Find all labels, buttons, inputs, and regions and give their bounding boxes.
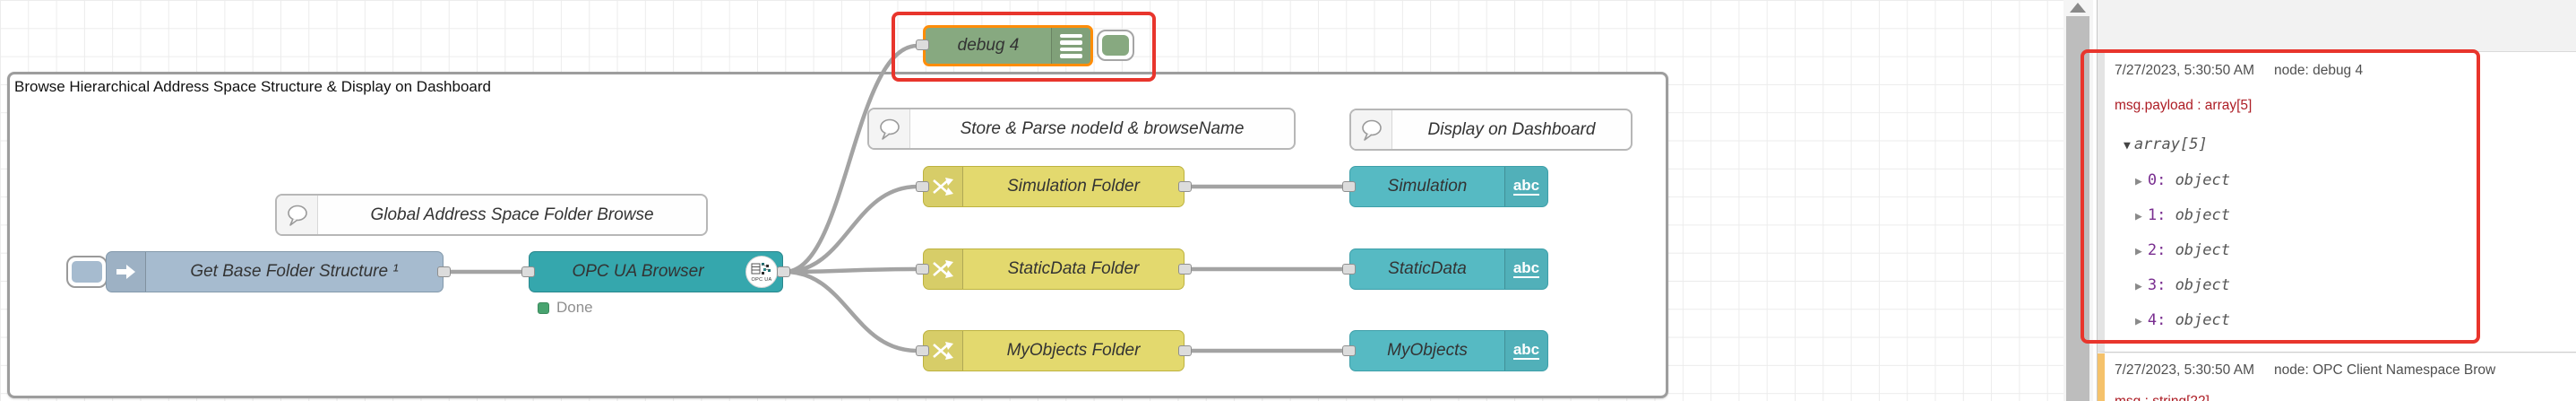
debug-icon (1051, 28, 1090, 64)
comment-bubble-icon (277, 196, 318, 234)
debug-sidebar: 7/27/2023, 5:30:50 AM node: debug 4 msg.p… (2098, 0, 2576, 401)
node-opcua-label: OPC UA Browser (572, 262, 704, 281)
message-source-node: node: debug 4 (2273, 63, 2364, 78)
comment-bubble-icon (869, 109, 910, 148)
wire-opcua-simulation-folder[interactable] (782, 184, 920, 275)
inject-output-port[interactable] (437, 266, 451, 277)
abc-icon: abc (1504, 249, 1547, 289)
caret-right-icon[interactable]: ▶ (2135, 280, 2142, 293)
message-summary: msg : string[22] (2115, 394, 2210, 401)
change-input-port[interactable] (916, 345, 929, 356)
opcua-input-port[interactable] (521, 266, 535, 277)
json-tree-item[interactable]: ▶2: object (2135, 241, 2230, 259)
message-timestamp: 7/27/2023, 5:30:50 AM (2115, 63, 2254, 78)
inject-button[interactable] (66, 256, 108, 288)
change-output-port[interactable] (1178, 181, 1192, 192)
flow-canvas[interactable]: Browse Hierarchical Address Space Struct… (0, 0, 2063, 401)
change-icon (924, 249, 963, 289)
tree-root-label: array[5] (2133, 135, 2208, 153)
comment-label: Store & Parse nodeId & browseName (960, 118, 1245, 138)
change-output-port[interactable] (1178, 345, 1192, 356)
node-change-staticdata-folder[interactable]: StaticData Folder (923, 248, 1185, 290)
opcua-logo-icon: OPC UA (745, 256, 778, 288)
debug-enable-toggle[interactable] (1097, 30, 1134, 61)
text-input-port[interactable] (1342, 345, 1356, 356)
debug-message-meta: 7/27/2023, 5:30:50 AM node: debug 4 (2115, 63, 2363, 79)
node-change-label: StaticData Folder (1007, 259, 1140, 278)
node-change-myobjects-folder[interactable]: MyObjects Folder (923, 330, 1185, 371)
json-tree-item[interactable]: ▶3: object (2135, 276, 2230, 294)
node-inject-label: Get Base Folder Structure ¹ (190, 262, 399, 281)
node-text-myobjects[interactable]: MyObjects abc (1349, 330, 1548, 371)
node-change-label: Simulation Folder (1007, 177, 1140, 196)
debug-message-2[interactable]: 7/27/2023, 5:30:50 AM node: OPC Client Na… (2098, 353, 2576, 401)
wire-opcua-myobjects-folder[interactable] (782, 269, 920, 353)
text-input-port[interactable] (1342, 264, 1356, 275)
node-debug-4-label: debug 4 (957, 36, 1020, 55)
node-text-label: StaticData (1388, 259, 1467, 278)
node-opcua-browser[interactable]: OPC UA Browser OPC UA (529, 251, 783, 292)
node-text-label: MyObjects (1387, 341, 1468, 360)
json-tree-root[interactable]: ▼array[5] (2124, 135, 2208, 153)
node-change-label: MyObjects Folder (1006, 341, 1141, 360)
caret-right-icon[interactable]: ▶ (2135, 175, 2142, 188)
status-dot-icon (538, 301, 549, 314)
inject-icon (107, 252, 146, 292)
message-source-node: node: OPC Client Namespace Brow (2273, 362, 2496, 378)
node-debug-4[interactable]: debug 4 (923, 25, 1093, 66)
debug-message-meta: 7/27/2023, 5:30:50 AM node: OPC Client Na… (2115, 362, 2495, 379)
opcua-logo-caption: OPC UA (751, 277, 772, 283)
scroll-up-icon[interactable] (2070, 3, 2086, 13)
node-text-label: Simulation (1387, 177, 1468, 196)
abc-icon: abc (1504, 167, 1547, 206)
change-icon (924, 331, 963, 370)
node-text-staticdata[interactable]: StaticData abc (1349, 248, 1548, 290)
opcua-output-port[interactable] (777, 266, 790, 277)
caret-down-icon[interactable]: ▼ (2124, 139, 2131, 153)
group-title: Browse Hierarchical Address Space Struct… (14, 78, 491, 95)
caret-right-icon[interactable]: ▶ (2135, 245, 2142, 258)
message-summary: msg.payload : array[5] (2115, 98, 2253, 113)
annotation-rect-debug-node (892, 12, 1156, 82)
change-output-port[interactable] (1178, 264, 1192, 275)
sidebar-divider (2097, 0, 2098, 401)
node-text-simulation[interactable]: Simulation abc (1349, 166, 1548, 207)
wire-opcua-staticdata-folder[interactable] (782, 266, 920, 275)
comment-global-address-space[interactable]: Global Address Space Folder Browse (275, 194, 708, 236)
change-input-port[interactable] (916, 264, 929, 275)
caret-right-icon[interactable]: ▶ (2135, 210, 2142, 223)
caret-right-icon[interactable]: ▶ (2135, 315, 2142, 328)
debug-input-port[interactable] (916, 39, 929, 50)
comment-store-parse[interactable]: Store & Parse nodeId & browseName (867, 108, 1296, 150)
json-tree-item[interactable]: ▶1: object (2135, 206, 2230, 224)
change-input-port[interactable] (916, 181, 929, 192)
opcua-status: Done (538, 299, 593, 317)
status-text: Done (556, 299, 593, 316)
abc-icon: abc (1504, 331, 1547, 370)
message-timestamp: 7/27/2023, 5:30:50 AM (2115, 362, 2254, 378)
comment-label: Global Address Space Folder Browse (370, 205, 654, 224)
text-input-port[interactable] (1342, 181, 1356, 192)
json-tree-item[interactable]: ▶0: object (2135, 171, 2230, 189)
comment-bubble-icon (1351, 110, 1392, 149)
change-icon (924, 167, 963, 206)
comment-label: Display on Dashboard (1427, 119, 1596, 139)
node-inject-get-base-folder[interactable]: Get Base Folder Structure ¹ (106, 251, 444, 292)
node-change-simulation-folder[interactable]: Simulation Folder (923, 166, 1185, 207)
annotation-rect-debug-output (2081, 49, 2480, 344)
comment-display-dashboard[interactable]: Display on Dashboard (1349, 109, 1633, 151)
debug-message-1[interactable]: 7/27/2023, 5:30:50 AM node: debug 4 msg.p… (2098, 51, 2576, 353)
json-tree-item[interactable]: ▶4: object (2135, 311, 2230, 329)
